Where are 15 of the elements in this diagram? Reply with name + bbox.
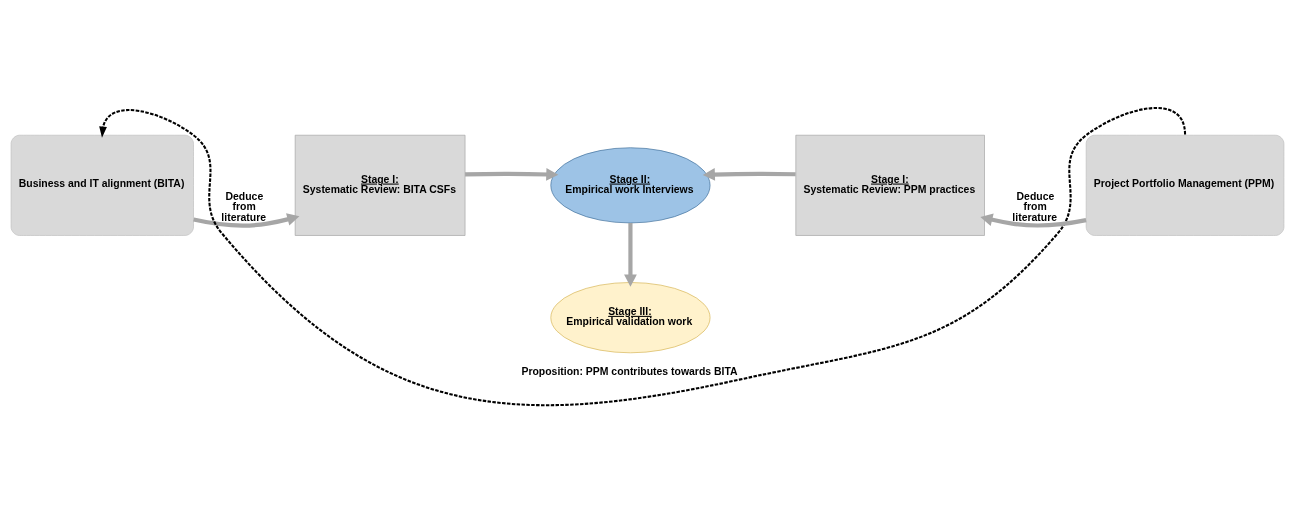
- arrow: [99, 107, 1187, 406]
- edge-label: Deduce from literature: [221, 190, 267, 223]
- arrow: [193, 213, 300, 228]
- edge-label: Deduce from literature: [1012, 190, 1058, 223]
- node-box: Project Portfolio Management (PPM): [1085, 134, 1285, 236]
- arrow: [980, 213, 1087, 228]
- arrow: [702, 168, 796, 181]
- edge-label: Proposition: PPM contributes towards BITA: [521, 366, 738, 378]
- node-box: Stage I: Systematic Review: BITA CSFs: [294, 134, 466, 236]
- node-ellipse: Stage III: Empirical validation work: [550, 282, 711, 354]
- arrow: [465, 168, 559, 181]
- node-box: Stage I: Systematic Review: PPM practices: [795, 134, 985, 236]
- arrow: [624, 223, 637, 287]
- node-ellipse: Stage II: Empirical work Interviews: [550, 147, 711, 224]
- node-box: Business and IT alignment (BITA): [10, 134, 194, 236]
